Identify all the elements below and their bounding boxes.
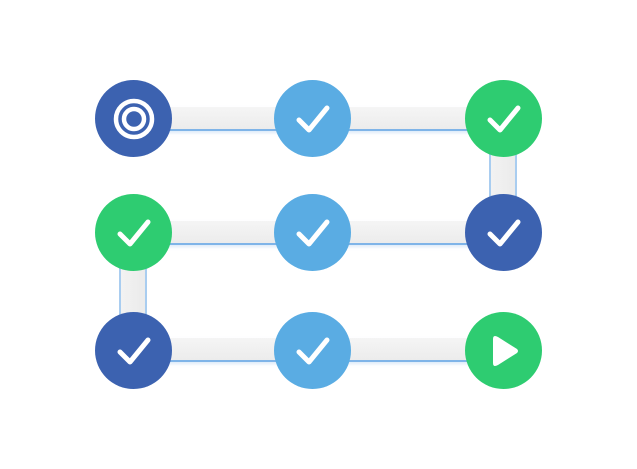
check-icon <box>296 105 329 132</box>
play-icon <box>492 335 518 366</box>
step-node-row-2-col-3 <box>465 194 542 271</box>
check-icon <box>296 219 329 246</box>
step-node-row-3-col-2 <box>274 312 351 389</box>
check-icon <box>487 219 520 246</box>
check-icon <box>487 105 520 132</box>
check-icon <box>117 219 150 246</box>
step-node-row-2-col-1 <box>95 194 172 271</box>
step-node-row-2-col-2 <box>274 194 351 271</box>
step-node-row-1-col-3 <box>465 80 542 157</box>
check-icon <box>117 337 150 364</box>
check-icon <box>296 337 329 364</box>
target-icon <box>113 98 154 139</box>
step-node-row-1-col-2 <box>274 80 351 157</box>
step-node-row-1-col-1 <box>95 80 172 157</box>
step-node-row-3-col-3 <box>465 312 542 389</box>
step-node-row-3-col-1 <box>95 312 172 389</box>
